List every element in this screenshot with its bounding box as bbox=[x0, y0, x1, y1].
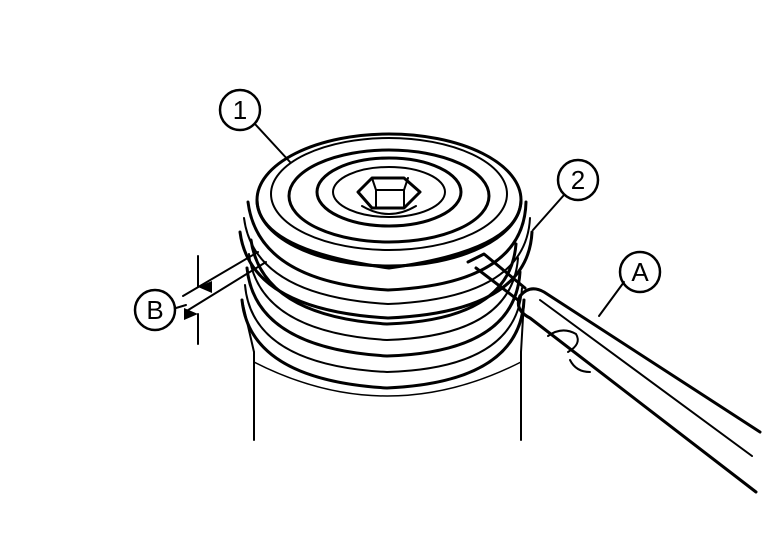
callout-2-label: 2 bbox=[571, 165, 585, 195]
leader-lines bbox=[254, 123, 565, 231]
cylinder-body bbox=[253, 351, 522, 441]
callout-1: 1 bbox=[218, 88, 262, 132]
threaded-rings bbox=[240, 238, 526, 390]
thread-outline bbox=[238, 200, 534, 320]
callout-b: B bbox=[133, 288, 177, 332]
callout-2: 2 bbox=[556, 158, 600, 202]
callout-a: A bbox=[618, 250, 662, 294]
callout-b-label: B bbox=[146, 295, 163, 325]
callout-a-label: A bbox=[631, 257, 649, 287]
spanner-tool bbox=[466, 252, 762, 494]
center-bolt bbox=[356, 176, 422, 215]
callout-1-label: 1 bbox=[233, 95, 247, 125]
gap-indicator bbox=[175, 251, 267, 345]
adjusting-nut bbox=[255, 132, 523, 270]
